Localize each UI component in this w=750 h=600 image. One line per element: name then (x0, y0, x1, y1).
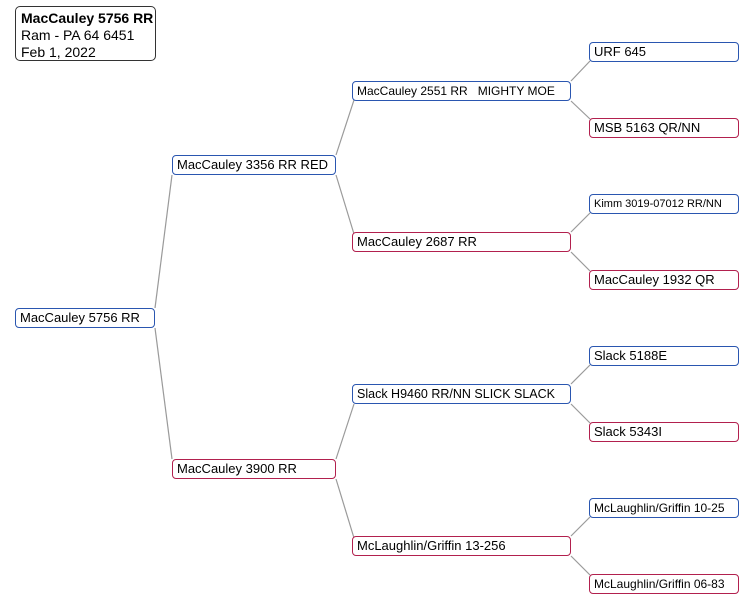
connector-ss-dam (570, 100, 591, 120)
connector-ss-sire (570, 60, 591, 82)
node-dam-sire-dam[interactable]: Slack 5343I (589, 422, 739, 442)
node-dam-dam-dam[interactable]: McLaughlin/Griffin 06-83 (589, 574, 739, 594)
animal-date: Feb 1, 2022 (21, 44, 96, 60)
connector-dam-dam (335, 478, 355, 539)
node-sire[interactable]: MacCauley 3356 RR RED (172, 155, 336, 175)
node-sire-dam-sire[interactable]: Kimm 3019-07012 RR/NN (589, 194, 739, 214)
connector-dd-dam (570, 555, 591, 576)
node-sire-sire-dam[interactable]: MSB 5163 QR/NN (589, 118, 739, 138)
connector-dd-sire (570, 516, 591, 537)
connector-sire-dam (335, 174, 355, 235)
node-sire-sire[interactable]: MacCauley 2551 RR MIGHTY MOE (352, 81, 571, 101)
node-sire-dam[interactable]: MacCauley 2687 RR (352, 232, 571, 252)
animal-registration: Ram - PA 64 6451 (21, 27, 135, 43)
node-dam-sire-sire[interactable]: Slack 5188E (589, 346, 739, 366)
node-sire-sire-sire[interactable]: URF 645 (589, 42, 739, 62)
node-subject[interactable]: MacCauley 5756 RR (15, 308, 155, 328)
animal-name: MacCauley 5756 RR (21, 10, 154, 26)
animal-info-card: MacCauley 5756 RR Ram - PA 64 6451 Feb 1… (15, 6, 156, 61)
connector-sd-dam (570, 251, 591, 272)
connector-subject-dam (154, 327, 173, 460)
connector-ds-dam (570, 403, 591, 424)
node-sire-dam-dam[interactable]: MacCauley 1932 QR (589, 270, 739, 290)
node-dam-sire[interactable]: Slack H9460 RR/NN SLICK SLACK (352, 384, 571, 404)
node-dam-dam-sire[interactable]: McLaughlin/Griffin 10-25 (589, 498, 739, 518)
connector-dam-sire (335, 403, 355, 460)
connector-sd-sire (570, 212, 591, 233)
connector-ds-sire (570, 364, 591, 385)
connector-sire-sire (335, 99, 355, 156)
connector-subject-sire (154, 174, 173, 309)
node-dam[interactable]: MacCauley 3900 RR (172, 459, 336, 479)
node-dam-dam[interactable]: McLaughlin/Griffin 13-256 (352, 536, 571, 556)
